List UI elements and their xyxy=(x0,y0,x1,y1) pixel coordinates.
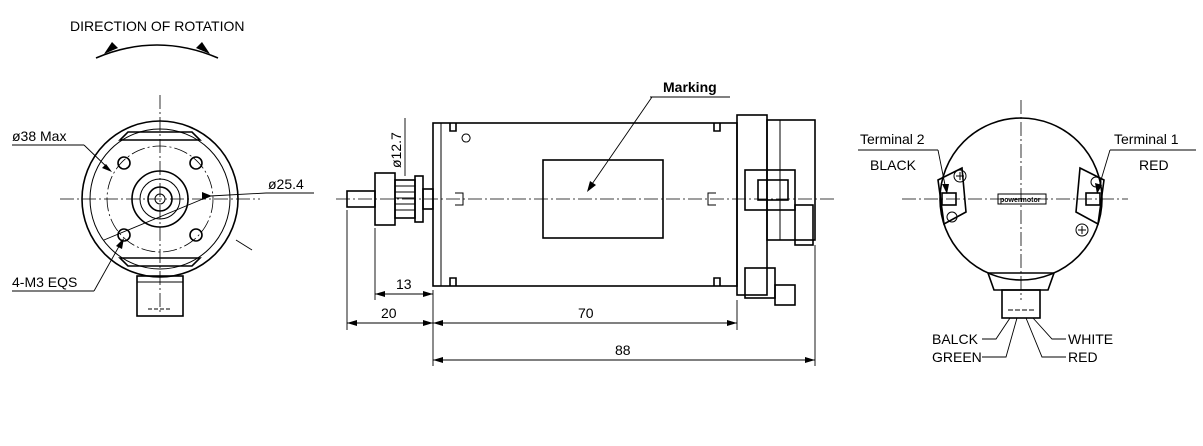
holes-leader xyxy=(93,240,123,292)
rotation-arc xyxy=(95,44,219,59)
dia-max-arrow-icon xyxy=(102,164,112,172)
dia-pcd-diameter-line xyxy=(103,195,211,241)
wire-red-label: RED xyxy=(1068,349,1098,365)
front-hub-inner xyxy=(147,186,173,212)
wire-red-leader xyxy=(1025,317,1066,358)
terminal2-leader xyxy=(937,149,947,191)
wire-green-label: GREEN xyxy=(932,349,982,365)
terminal1-leader xyxy=(1097,149,1111,191)
rear-connector-inner xyxy=(757,179,789,201)
rear-connector xyxy=(744,169,796,211)
dim-13-label: 13 xyxy=(396,276,412,292)
terminal2-num xyxy=(946,211,958,223)
side-pulley-teeth xyxy=(395,185,415,211)
dim-88-arrow-r-icon xyxy=(805,357,815,363)
wire-balck-label: BALCK xyxy=(932,331,979,347)
terminal1-plate xyxy=(1075,166,1105,226)
terminal1-screw xyxy=(1075,223,1089,237)
wire-white-label: WHITE xyxy=(1068,331,1113,347)
brand-label: powermotor xyxy=(1000,197,1041,204)
side-housing-mark xyxy=(461,133,471,143)
terminal1-tab xyxy=(1085,192,1101,206)
terminal2-color-label: BLACK xyxy=(870,157,917,173)
rear-connector-housing xyxy=(986,272,1056,291)
terminal1-label: Terminal 1 xyxy=(1114,131,1179,147)
terminal1-screw-cross xyxy=(1078,226,1086,234)
dim-20-arrow-l-icon xyxy=(347,320,357,326)
marking-label: Marking xyxy=(663,79,717,95)
dim-70-arrow-r-icon xyxy=(727,320,737,326)
marking-arrow-icon xyxy=(587,181,596,192)
front-hub-mid xyxy=(139,178,181,220)
terminal2-arrow-icon xyxy=(942,184,949,194)
rear-terminal xyxy=(744,267,776,299)
dia-pulley-label: ø12.7 xyxy=(388,132,404,168)
side-housing-notches xyxy=(449,123,721,286)
terminal2-screw-cross xyxy=(956,172,964,180)
wire-balck-leader xyxy=(982,317,1011,340)
terminal2-tab xyxy=(941,192,957,206)
front-outer-circle xyxy=(81,120,239,278)
side-housing-slots xyxy=(455,192,716,206)
dia-max-label: ø38 Max xyxy=(12,128,66,144)
rear-latch xyxy=(794,204,814,246)
front-top-tab xyxy=(118,131,202,141)
dim-13-arrow-r-icon xyxy=(423,291,433,297)
mount-hole-br xyxy=(189,228,203,242)
front-hub-outer xyxy=(131,170,189,228)
dia-pcd-label: ø25.4 xyxy=(268,176,304,192)
rear-connector-body xyxy=(1001,289,1041,319)
rotation-arrow-left-icon xyxy=(104,42,118,54)
terminal2-screw xyxy=(953,169,967,183)
front-view: DIRECTION OF ROTATION ø38 Max xyxy=(12,18,314,317)
mount-hole-bl xyxy=(117,228,131,242)
dia-pcd-tick xyxy=(235,239,253,251)
front-inner-ring xyxy=(89,128,231,270)
dim-88-arrow-l-icon xyxy=(433,357,443,363)
marking-box xyxy=(542,159,664,239)
holes-label: 4-M3 EQS xyxy=(12,274,77,290)
mount-hole-tl xyxy=(117,156,131,170)
dia-pcd-arrow-icon xyxy=(202,192,212,200)
holes-arrow-icon xyxy=(116,238,124,249)
rear-tab xyxy=(774,284,796,306)
dim-70-arrow-l-icon xyxy=(433,320,443,326)
mount-hole-tr xyxy=(189,156,203,170)
front-shaft xyxy=(154,193,166,205)
rotation-arrow-right-icon xyxy=(196,42,210,54)
terminal1-arrow-icon xyxy=(1095,183,1102,194)
front-connector xyxy=(136,275,184,317)
dim-13-arrow-l-icon xyxy=(375,291,385,297)
dia-pcd-leader xyxy=(209,192,267,197)
front-bottom-tab xyxy=(118,257,202,267)
dim-20-arrow-r-icon xyxy=(423,320,433,326)
side-housing xyxy=(432,122,738,287)
brand-label-box xyxy=(997,193,1047,205)
rotation-label: DIRECTION OF ROTATION xyxy=(70,18,244,34)
terminal2-plate xyxy=(937,166,967,226)
dim-88-label: 88 xyxy=(615,342,631,358)
terminal1-color-label: RED xyxy=(1139,157,1169,173)
marking-leader xyxy=(589,96,653,188)
wire-white-leader xyxy=(1032,317,1066,340)
wire-green-leader xyxy=(982,317,1018,358)
terminal2-label: Terminal 2 xyxy=(860,131,925,147)
dim-20-label: 20 xyxy=(381,305,397,321)
dim-70-label: 70 xyxy=(578,305,594,321)
rear-view: powermotor Terminal 2 BLACK Terminal 1 R… xyxy=(858,100,1196,365)
side-view: Marking ø12.7 13 20 xyxy=(336,79,836,366)
front-pcd-circle xyxy=(106,145,214,253)
